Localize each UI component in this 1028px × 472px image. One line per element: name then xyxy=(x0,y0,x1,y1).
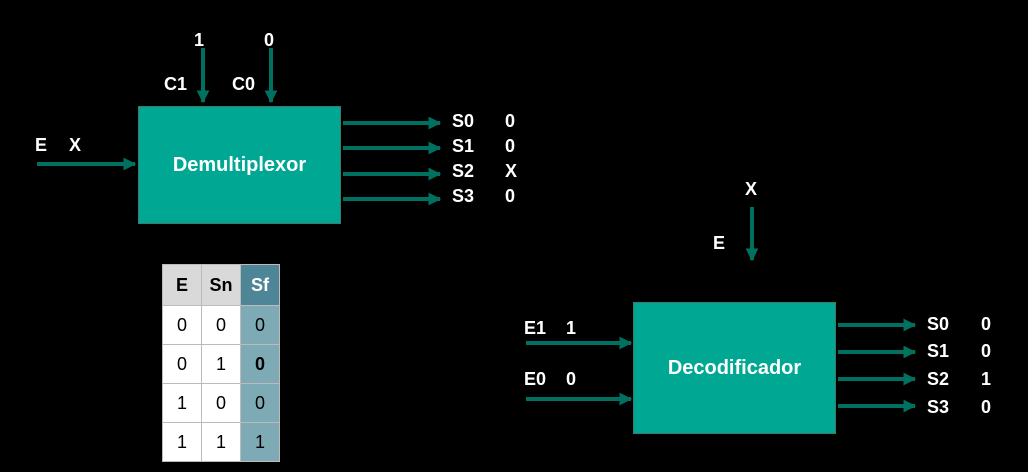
table-row: 0 1 0 xyxy=(162,344,280,384)
decoder-output-value-s2: 1 xyxy=(981,369,992,389)
table-cell: 0 xyxy=(240,305,280,345)
demux-output-label-s2: S2 xyxy=(452,161,475,181)
table-row: 1 0 0 xyxy=(162,383,280,423)
demux-output-label-s0: S0 xyxy=(452,111,475,131)
decoder-block: Decodificador xyxy=(633,302,836,434)
table-cell: 0 xyxy=(162,344,202,384)
demux-output-value-s1: 0 xyxy=(505,136,516,156)
demux-control-label-c0: C0 xyxy=(232,74,256,94)
demux-title: Demultiplexor xyxy=(172,153,307,176)
decoder-input-label-e0: E0 xyxy=(524,369,547,389)
decoder-output-label-s2: S2 xyxy=(927,369,950,389)
truth-table-header-sf: Sf xyxy=(240,264,280,306)
table-cell: 1 xyxy=(201,422,241,462)
demux-output-label-s1: S1 xyxy=(452,136,475,156)
table-row: 1 1 1 xyxy=(162,422,280,462)
decoder-enable-value: X xyxy=(745,179,758,199)
decoder-input-label-e1: E1 xyxy=(524,318,547,338)
decoder-output-label-s0: S0 xyxy=(927,314,950,334)
decoder-input-value-e1: 1 xyxy=(566,318,577,338)
table-cell: 1 xyxy=(201,344,241,384)
demux-output-label-s3: S3 xyxy=(452,186,475,206)
table-cell: 0 xyxy=(201,305,241,345)
table-cell: 0 xyxy=(240,383,280,423)
truth-table-header-row: E Sn Sf xyxy=(162,264,280,306)
demux-input-value: X xyxy=(69,135,82,155)
truth-table: E Sn Sf 0 0 0 0 1 0 1 0 0 1 1 xyxy=(162,264,280,462)
table-cell: 0 xyxy=(240,344,280,384)
table-cell: 0 xyxy=(201,383,241,423)
decoder-output-value-s0: 0 xyxy=(981,314,992,334)
decoder-input-value-e0: 0 xyxy=(566,369,577,389)
decoder-title: Decodificador xyxy=(667,356,802,379)
decoder-output-label-s3: S3 xyxy=(927,397,950,417)
table-cell: 1 xyxy=(162,422,202,462)
table-row: 0 0 0 xyxy=(162,305,280,345)
demux-control-label-c1: C1 xyxy=(164,74,188,94)
demux-output-value-s3: 0 xyxy=(505,186,516,206)
truth-table-header-sn: Sn xyxy=(201,264,241,306)
demux-output-value-s2: X xyxy=(505,161,518,181)
demux-block: Demultiplexor xyxy=(138,106,341,224)
decoder-output-value-s3: 0 xyxy=(981,397,992,417)
truth-table-header-e: E xyxy=(162,264,202,306)
table-cell: 1 xyxy=(162,383,202,423)
demux-control-value-1: 1 xyxy=(194,30,205,50)
demux-control-value-0: 0 xyxy=(264,30,275,50)
decoder-output-label-s1: S1 xyxy=(927,341,950,361)
demux-input-label: E xyxy=(35,135,48,155)
table-cell: 0 xyxy=(162,305,202,345)
decoder-output-value-s1: 0 xyxy=(981,341,992,361)
demux-output-value-s0: 0 xyxy=(505,111,516,131)
table-cell: 1 xyxy=(240,422,280,462)
decoder-enable-label: E xyxy=(713,233,726,253)
